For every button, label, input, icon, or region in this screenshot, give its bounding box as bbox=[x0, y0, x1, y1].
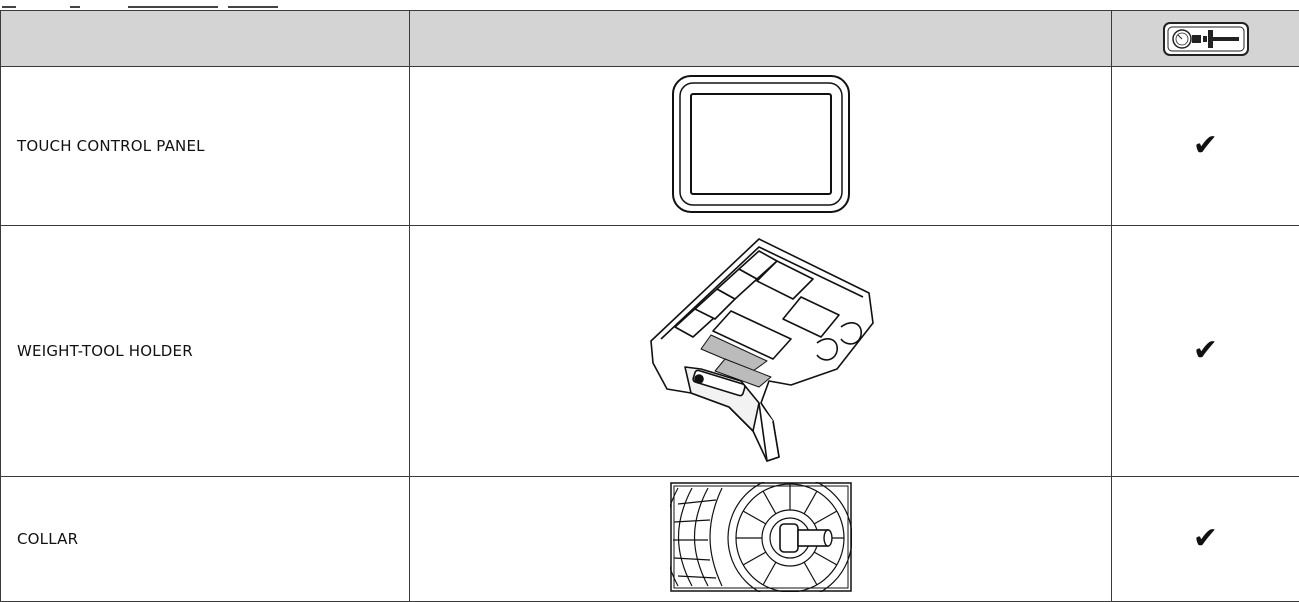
table-row: TOUCH CONTROL PANEL ✔ bbox=[1, 67, 1299, 226]
header-cell-model bbox=[1112, 11, 1299, 67]
included-check-cell: ✔ bbox=[1112, 226, 1299, 477]
pressure-gauge-tool-icon bbox=[1163, 22, 1249, 56]
checkmark-icon: ✔ bbox=[1193, 128, 1218, 163]
cut-off-heading bbox=[0, 0, 1299, 10]
header-cell-label bbox=[1, 11, 410, 67]
row-image-cell bbox=[410, 67, 1112, 226]
included-check-cell: ✔ bbox=[1112, 67, 1299, 226]
accessories-table: TOUCH CONTROL PANEL ✔ WEIGHT-TOOL HOLDER bbox=[0, 10, 1299, 602]
header-cell-image bbox=[410, 11, 1112, 67]
row-label: WEIGHT-TOOL HOLDER bbox=[1, 342, 409, 360]
checkmark-icon: ✔ bbox=[1193, 333, 1218, 368]
row-label: COLLAR bbox=[1, 530, 409, 548]
included-check-cell: ✔ bbox=[1112, 477, 1299, 602]
row-image-cell bbox=[410, 477, 1112, 602]
touch-panel-illustration bbox=[671, 74, 851, 214]
weight-tool-holder-illustration bbox=[641, 231, 881, 467]
row-label-cell: COLLAR bbox=[1, 477, 410, 602]
table-row: COLLAR bbox=[1, 477, 1299, 602]
checkmark-icon: ✔ bbox=[1193, 521, 1218, 556]
row-label: TOUCH CONTROL PANEL bbox=[1, 137, 409, 155]
table-header-row bbox=[1, 11, 1299, 67]
row-label-cell: WEIGHT-TOOL HOLDER bbox=[1, 226, 410, 477]
wheel-collar-illustration bbox=[670, 482, 852, 592]
row-image-cell bbox=[410, 226, 1112, 477]
row-label-cell: TOUCH CONTROL PANEL bbox=[1, 67, 410, 226]
table-row: WEIGHT-TOOL HOLDER bbox=[1, 226, 1299, 477]
